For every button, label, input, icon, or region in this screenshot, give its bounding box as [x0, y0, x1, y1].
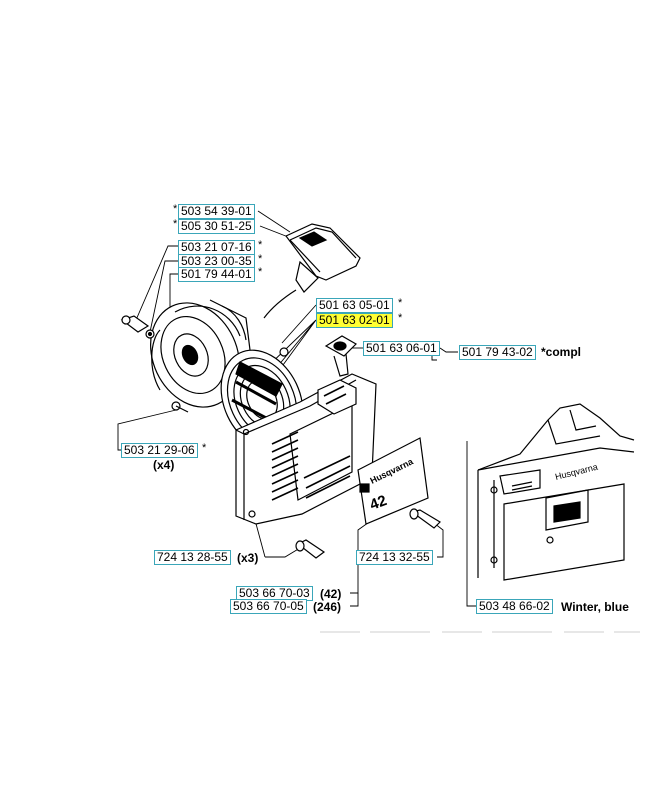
starter-pulley	[150, 299, 251, 408]
asterisk-marker: *	[173, 203, 178, 215]
part-label-501-79-43-02[interactable]: 501 79 43-02	[459, 345, 536, 360]
starter-handle	[263, 223, 361, 319]
rope-guide	[324, 335, 357, 377]
asterisk-marker: *	[398, 297, 403, 309]
asterisk-marker: *	[258, 253, 263, 265]
asterisk-marker: *	[173, 218, 178, 230]
part-label-503-66-70-05[interactable]: 503 66 70-05	[230, 599, 307, 614]
screw-lower-left	[171, 401, 189, 413]
part-label-505-30-51-25[interactable]: 505 30 51-25	[178, 219, 255, 234]
inset-brand: Husqvarna	[554, 462, 599, 482]
part-label-501-63-02-01[interactable]: 501 63 02-01	[316, 313, 393, 328]
decal-model: 42	[368, 492, 389, 514]
note-winter-blue: Winter, blue	[561, 600, 629, 614]
screw-right	[409, 508, 441, 529]
part-label-503-21-07-16[interactable]: 503 21 07-16	[178, 240, 255, 255]
part-label-503-21-29-06[interactable]: 503 21 29-06	[121, 443, 198, 458]
note-compl: *compl	[541, 345, 582, 359]
note-42: (42)	[320, 587, 342, 601]
asterisk-marker: *	[398, 312, 403, 324]
part-label-724-13-28-55[interactable]: 724 13 28-55	[154, 550, 231, 565]
part-label-503-66-70-03[interactable]: 503 66 70-03	[236, 586, 313, 601]
decal	[357, 437, 429, 525]
part-label-503-48-66-02[interactable]: 503 48 66-02	[476, 599, 553, 614]
part-label-503-54-39-01[interactable]: 503 54 39-01	[178, 204, 255, 219]
asterisk-marker: *	[202, 442, 207, 454]
note-x4: (x4)	[153, 458, 175, 472]
part-label-501-79-44-01[interactable]: 501 79 44-01	[178, 267, 255, 282]
asterisk-marker: *	[258, 239, 263, 251]
part-label-501-63-06-01[interactable]: 501 63 06-01	[363, 341, 440, 356]
part-label-503-23-00-35[interactable]: 503 23 00-35	[178, 254, 255, 269]
note-246: (246)	[313, 600, 342, 614]
screw-bottom	[295, 539, 326, 559]
part-label-724-13-32-55[interactable]: 724 13 32-55	[356, 550, 433, 565]
note-x3: (x3)	[237, 551, 259, 565]
bolt-left	[120, 315, 155, 339]
inset-winter-cover	[477, 403, 635, 581]
part-label-501-63-05-01[interactable]: 501 63 05-01	[316, 298, 393, 313]
asterisk-marker: *	[258, 266, 263, 278]
